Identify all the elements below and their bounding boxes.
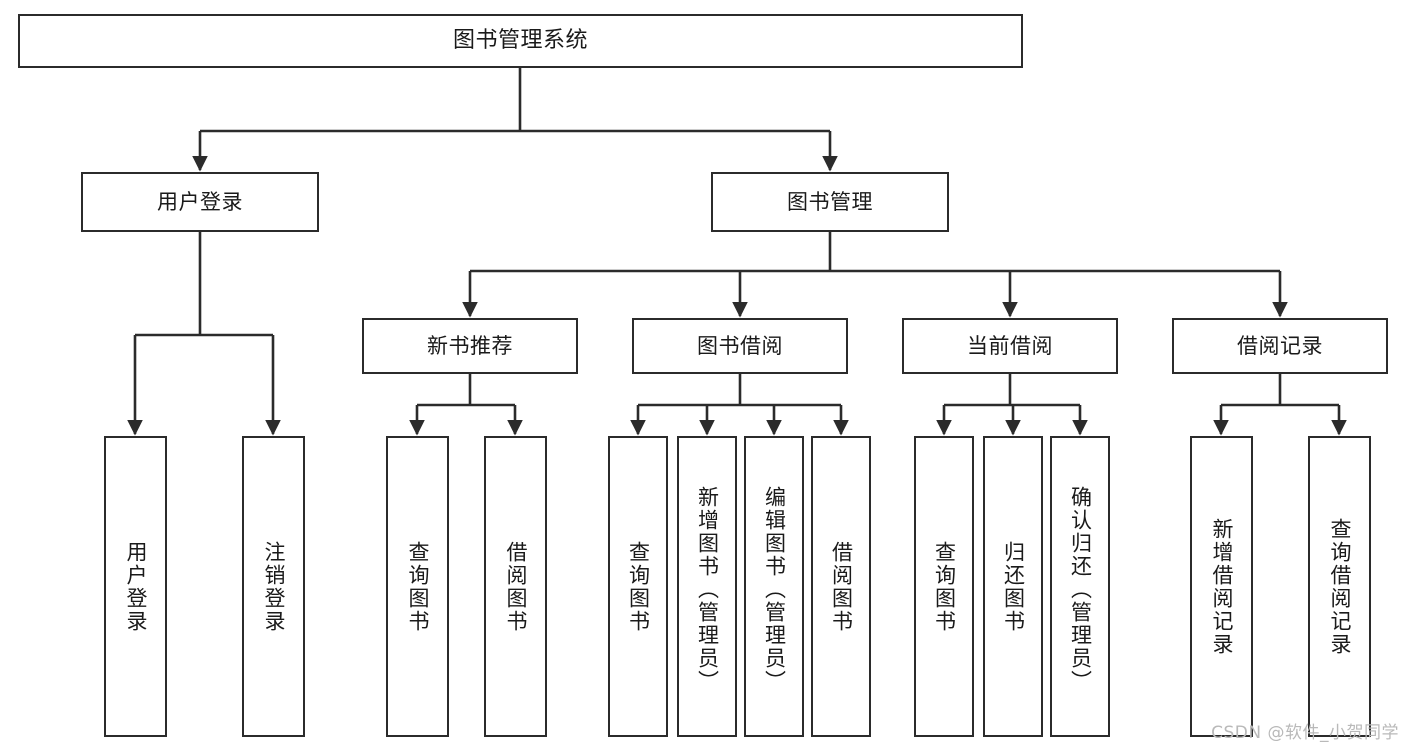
csdn-watermark: CSDN @软件_小贺同学 xyxy=(1211,723,1399,743)
leaf-cur-query-book[interactable]: 查询图书 xyxy=(914,436,974,737)
node-book-borrow-label: 图书借阅 xyxy=(697,333,783,358)
node-user-login[interactable]: 用户登录 xyxy=(81,172,319,232)
leaf-rec-add-record-label: 新增借阅记录 xyxy=(1210,517,1234,656)
leaf-rec-borrow-book[interactable]: 借阅图书 xyxy=(484,436,547,737)
leaf-borrow-add-book-label: 新增图书（管理员） xyxy=(695,486,720,693)
leaf-user-logout-label: 注销登录 xyxy=(262,540,286,633)
leaf-borrow-borrow-book-label: 借阅图书 xyxy=(829,540,854,633)
leaf-rec-add-record[interactable]: 新增借阅记录 xyxy=(1190,436,1253,737)
leaf-user-login[interactable]: 用户登录 xyxy=(104,436,167,737)
leaf-rec-borrow-book-label: 借阅图书 xyxy=(504,540,528,633)
node-borrow-record[interactable]: 借阅记录 xyxy=(1172,318,1388,374)
leaf-borrow-query-book-label: 查询图书 xyxy=(626,540,651,633)
leaf-cur-return-book[interactable]: 归还图书 xyxy=(983,436,1043,737)
leaf-cur-return-book-label: 归还图书 xyxy=(1001,540,1026,633)
leaf-cur-query-book-label: 查询图书 xyxy=(932,540,957,633)
node-root[interactable]: 图书管理系统 xyxy=(18,14,1023,68)
node-book-manage[interactable]: 图书管理 xyxy=(711,172,949,232)
leaf-rec-query-record[interactable]: 查询借阅记录 xyxy=(1308,436,1371,737)
node-new-book-rec-label: 新书推荐 xyxy=(427,333,513,358)
leaf-user-logout[interactable]: 注销登录 xyxy=(242,436,305,737)
leaf-borrow-edit-book[interactable]: 编辑图书（管理员） xyxy=(744,436,804,737)
node-book-borrow[interactable]: 图书借阅 xyxy=(632,318,848,374)
leaf-user-login-label: 用户登录 xyxy=(124,540,148,633)
leaf-rec-query-book[interactable]: 查询图书 xyxy=(386,436,449,737)
node-new-book-rec[interactable]: 新书推荐 xyxy=(362,318,578,374)
leaf-rec-query-record-label: 查询借阅记录 xyxy=(1328,517,1352,656)
leaf-borrow-borrow-book[interactable]: 借阅图书 xyxy=(811,436,871,737)
leaf-borrow-query-book[interactable]: 查询图书 xyxy=(608,436,668,737)
node-book-manage-label: 图书管理 xyxy=(787,189,873,214)
leaf-borrow-edit-book-label: 编辑图书（管理员） xyxy=(762,486,787,693)
leaf-rec-query-book-label: 查询图书 xyxy=(406,540,430,633)
node-current-borrow[interactable]: 当前借阅 xyxy=(902,318,1118,374)
node-root-label: 图书管理系统 xyxy=(452,28,588,54)
leaf-cur-confirm-return-label: 确认归还（管理员） xyxy=(1068,486,1093,693)
node-borrow-record-label: 借阅记录 xyxy=(1237,333,1323,358)
node-current-borrow-label: 当前借阅 xyxy=(967,333,1053,358)
leaf-cur-confirm-return[interactable]: 确认归还（管理员） xyxy=(1050,436,1110,737)
leaf-borrow-add-book[interactable]: 新增图书（管理员） xyxy=(677,436,737,737)
node-user-login-label: 用户登录 xyxy=(157,189,243,214)
